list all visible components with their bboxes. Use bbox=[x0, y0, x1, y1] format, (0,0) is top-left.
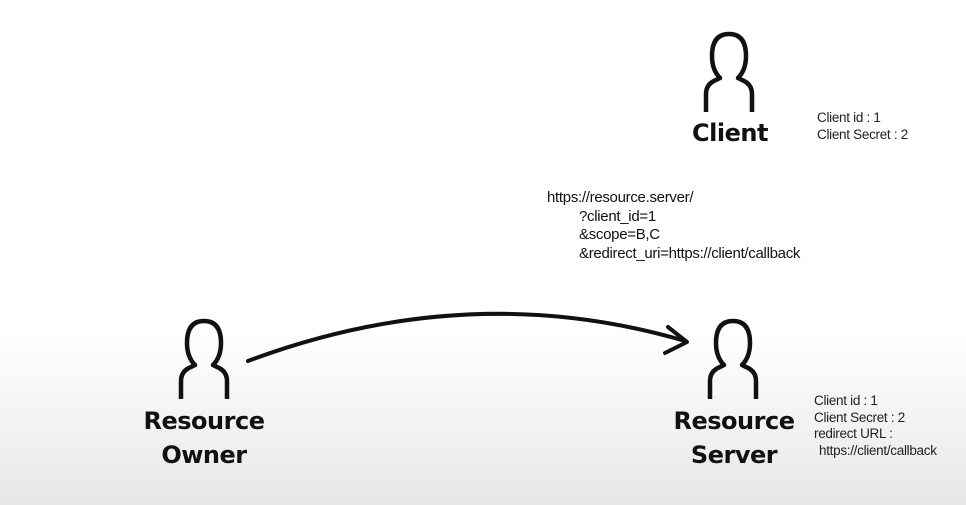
url-base: https://resource.server/ bbox=[547, 189, 694, 206]
resource-owner-label: Resource Owner bbox=[143, 407, 265, 469]
client-credentials: Client id : 1 Client Secret : 2 bbox=[817, 110, 908, 143]
url-scope-param: &scope=B,C bbox=[579, 226, 660, 243]
resource-server-person-icon bbox=[707, 318, 759, 399]
url-client-id-param: ?client_id=1 bbox=[579, 207, 656, 225]
client-person-icon bbox=[703, 31, 755, 112]
server-client-id-text: Client id : 1 bbox=[814, 393, 878, 408]
authorization-url: https://resource.server/ ?client_id=1 &s… bbox=[547, 189, 800, 263]
resource-owner-person-icon bbox=[178, 318, 230, 399]
url-redirect-param: &redirect_uri=https://client/callback bbox=[579, 244, 801, 262]
server-redirect-label-text: redirect URL : bbox=[814, 426, 893, 441]
client-label: Client bbox=[692, 119, 768, 147]
client-secret-text: Client Secret : 2 bbox=[817, 126, 908, 142]
client-id-text: Client id : 1 bbox=[817, 110, 881, 125]
server-redirect-url-text: https://client/callback bbox=[819, 442, 937, 458]
redirect-arrow-head bbox=[663, 325, 689, 355]
redirect-arrow-line bbox=[246, 311, 687, 363]
server-credentials: Client id : 1 Client Secret : 2 redirect… bbox=[814, 393, 937, 459]
server-client-secret-text: Client Secret : 2 bbox=[814, 409, 905, 425]
resource-server-label: Resource Server bbox=[673, 407, 795, 469]
